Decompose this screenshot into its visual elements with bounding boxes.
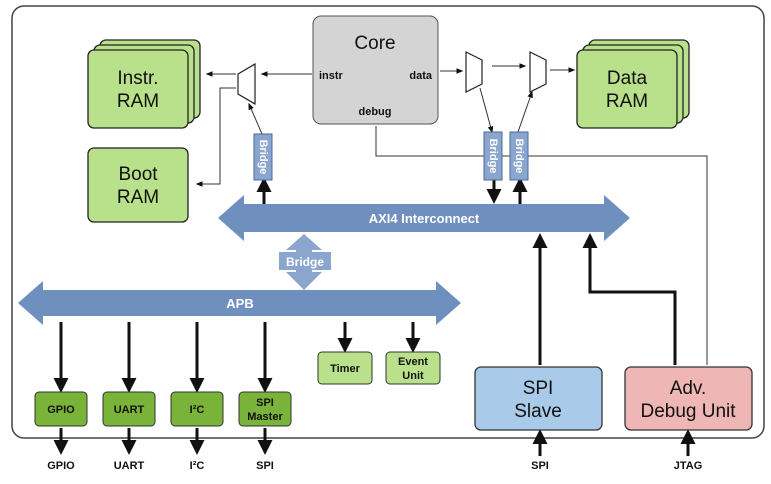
uart-block: UART <box>102 391 156 427</box>
apb-bus: APB <box>18 281 461 325</box>
data-ram-block: Data RAM <box>576 39 690 129</box>
bridge-data-1: Bridge <box>483 131 503 181</box>
svg-text:Bridge: Bridge <box>513 139 525 174</box>
io-spi-slave: SPI <box>531 460 549 472</box>
debug-unit-line2: Debug Unit <box>640 401 736 422</box>
spi-slave-block: SPI Slave <box>474 366 603 431</box>
io-uart: UART <box>114 460 145 472</box>
data-mux-1 <box>465 51 483 93</box>
spi-master-block: SPI Master <box>238 391 292 427</box>
line-debug-unit-to-axi <box>582 233 677 365</box>
line-bridge-to-instr-mux <box>248 102 263 135</box>
spi-slave-line2: Slave <box>514 401 562 422</box>
io-spi: SPI <box>256 460 274 472</box>
data-mux-2 <box>529 51 547 93</box>
core-debug-port: debug <box>359 106 392 118</box>
instr-ram-line1: Instr. <box>117 68 158 89</box>
line-debug-to-debug-unit <box>375 126 708 365</box>
io-i2c: I²C <box>190 460 205 472</box>
svg-text:Bridge: Bridge <box>286 255 324 269</box>
io-jtag: JTAG <box>674 460 703 472</box>
timer-block: Timer <box>317 351 373 385</box>
line-mux-to-boot-ram <box>195 87 236 187</box>
core-data-port: data <box>409 70 433 82</box>
gpio-block: GPIO <box>34 391 88 427</box>
debug-unit-block: Adv. Debug Unit <box>624 366 753 431</box>
external-io-labels: GPIO UART I²C SPI SPI JTAG <box>47 460 702 472</box>
thin-connections <box>195 63 708 365</box>
core-title: Core <box>354 33 395 54</box>
instr-ram-line2: RAM <box>117 91 159 112</box>
boot-ram-line1: Boot <box>118 164 158 185</box>
boot-ram-block: Boot RAM <box>87 147 189 223</box>
svg-text:Bridge: Bridge <box>487 139 499 174</box>
apb-label: APB <box>226 296 253 311</box>
svg-text:Timer: Timer <box>330 363 360 375</box>
boot-ram-line2: RAM <box>117 187 159 208</box>
svg-text:UART: UART <box>114 404 145 416</box>
event-unit-block: Event Unit <box>385 351 441 385</box>
core-instr-port: instr <box>319 70 344 82</box>
data-ram-line2: RAM <box>606 91 648 112</box>
line-bridge-to-mux2 <box>517 90 533 133</box>
thick-connections <box>53 177 696 456</box>
svg-text:Bridge: Bridge <box>257 140 269 175</box>
spi-master-line1: SPI <box>256 397 274 409</box>
axi4-interconnect-bus: AXI4 Interconnect <box>218 195 630 241</box>
i2c-block: I²C <box>170 391 224 427</box>
spi-slave-line1: SPI <box>523 378 554 399</box>
line-mux1-to-bridge <box>479 87 494 134</box>
bridge-instr: Bridge <box>253 133 273 181</box>
bridge-data-2: Bridge <box>509 131 529 181</box>
core-block: Core instr data debug <box>312 15 439 125</box>
axi4-label: AXI4 Interconnect <box>369 211 480 226</box>
svg-text:I²C: I²C <box>190 404 205 416</box>
data-ram-line1: Data <box>607 68 648 89</box>
svg-text:GPIO: GPIO <box>47 404 75 416</box>
debug-unit-line1: Adv. <box>670 378 707 399</box>
spi-master-line2: Master <box>247 411 283 423</box>
event-unit-line2: Unit <box>402 370 424 382</box>
instr-ram-block: Instr. RAM <box>87 39 201 129</box>
instr-mux <box>237 62 256 106</box>
io-gpio: GPIO <box>47 460 75 472</box>
bridge-axi-apb: Bridge <box>279 234 331 290</box>
event-unit-line1: Event <box>398 356 428 368</box>
